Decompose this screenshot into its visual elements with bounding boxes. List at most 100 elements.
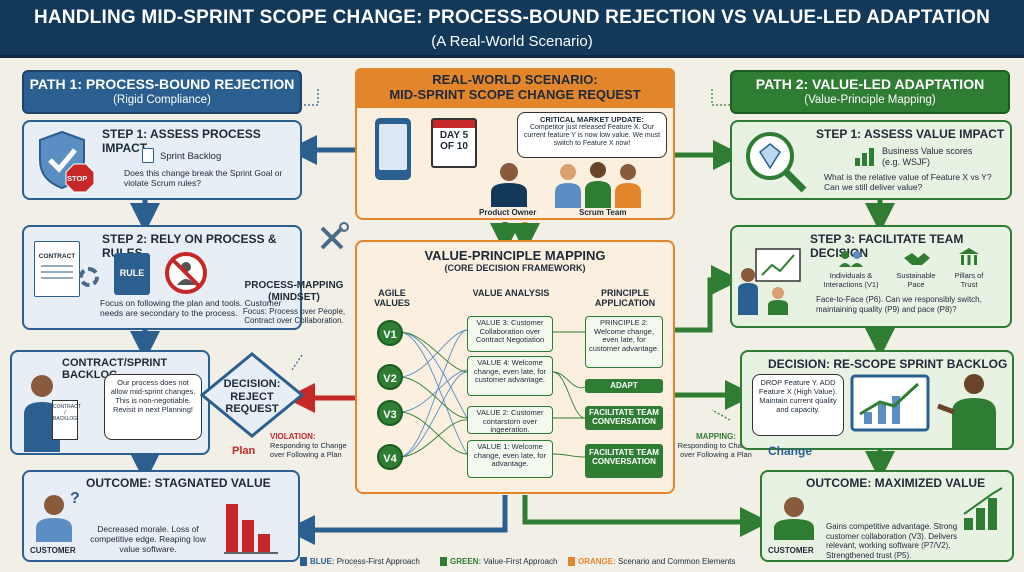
dotted-2 — [711, 88, 730, 106]
p1-customer-label: CUSTOMER — [30, 546, 76, 555]
legend-green: GREEN: Value-First Approach — [440, 557, 558, 567]
p1-backlog-panel: CONTRACT/SPRINT BACKLOG CONTRACT / BACKL… — [10, 350, 210, 455]
mapping-label-title: MAPPING: — [696, 432, 736, 441]
rule-book-label: RULE — [119, 268, 145, 278]
value-analysis-3: VALUE 2: Customer contarstorn over ingee… — [467, 406, 553, 434]
page-subtitle: (A Real-World Scenario) — [431, 33, 593, 50]
adapt-button: ADAPT — [585, 379, 663, 393]
contract-backlog-doc-label: CONTRACT / BACKLOG — [53, 404, 81, 422]
plan-label: Plan — [232, 445, 256, 457]
legend-green-swatch — [440, 557, 447, 567]
p2-step3-item2: Sustainable Pace — [896, 271, 936, 289]
legend-blue-swatch — [300, 557, 307, 567]
p1-outcome-panel: OUTCOME: STAGNATED VALUE ? CUSTOMER Decr… — [22, 470, 300, 562]
market-update-title: CRITICAL MARKET UPDATE: — [540, 115, 644, 124]
presenter-person-icon — [937, 374, 996, 448]
product-owner-label: Product Owner — [479, 208, 537, 217]
p1-mindset-title: PROCESS-MAPPING (MINDSET) — [244, 280, 344, 303]
p1-step1-backlog: Sprint Backlog — [160, 151, 222, 162]
p1-speech-bubble: Our process does not allow mid-sprint ch… — [104, 374, 202, 440]
value-v1: V1 — [377, 320, 403, 346]
path1-header: PATH 1: PROCESS-BOUND REJECTION (Rigid C… — [22, 70, 302, 114]
dotted-4 — [711, 409, 731, 421]
calendar-icon: DAY 5 OF 10 — [431, 118, 477, 168]
p2-decision-title: DECISION: RE-SCOPE SPRINT BACKLOG — [768, 357, 1008, 371]
phone-icon — [375, 118, 411, 180]
legend-blue: BLUE: Process-First Approach — [300, 557, 420, 567]
legend-orange-key: ORANGE: — [578, 557, 616, 566]
value-analysis-4: VALUE 1: Welcome change, even late, for … — [467, 440, 553, 478]
p2-step1-title: STEP 1: ASSESS VALUE IMPACT — [816, 127, 1005, 141]
facilitate-conversation-1: FACILITATE TEAM CONVERSATION — [585, 406, 663, 430]
contract-document-icon: CONTRACT — [34, 241, 80, 297]
facilitate-conversation-2: FACILITATE TEAM CONVERSATION — [585, 444, 663, 478]
stop-sign-label: STOP — [67, 174, 88, 183]
scenario-title-1: REAL-WORLD SCENARIO: — [432, 72, 598, 87]
value-v2: V2 — [377, 364, 403, 390]
scrum-team-label: Scrum Team — [579, 208, 627, 217]
violation-label: VIOLATION: — [270, 432, 316, 441]
p2-step3-panel: STEP 3: FACILITATE TEAM DECISION Individ… — [730, 225, 1012, 328]
path2-subtitle: (Value-Principle Mapping) — [804, 94, 936, 106]
dotted-3 — [291, 354, 303, 371]
path1-subtitle: (Rigid Compliance) — [113, 94, 211, 106]
principle-application-box: PRINCIPLE 2: Welcome change, even late, … — [585, 316, 663, 368]
p2-step1-panel: STEP 1: ASSESS VALUE IMPACT Business Val… — [730, 120, 1012, 200]
col-principle-application: PRINCIPLE APPLICATION — [594, 288, 656, 308]
p2-outcome-title: OUTCOME: MAXIMIZED VALUE — [806, 476, 986, 490]
violation-text: Responding to Change over Following a Pl… — [270, 441, 347, 459]
page-header: HANDLING MID-SPRINT SCOPE CHANGE: PROCES… — [0, 0, 1024, 58]
confused-person-icon — [36, 495, 72, 542]
legend-orange: ORANGE: Scenario and Common Elements — [568, 557, 736, 567]
p2-decision-panel: DECISION: RE-SCOPE SPRINT BACKLOG DROP F… — [740, 350, 1014, 458]
presentation-team-icon — [738, 248, 801, 315]
scenario-panel: REAL-WORLD SCENARIO: MID-SPRINT SCOPE CH… — [355, 68, 675, 220]
path2-header: PATH 2: VALUE-LED ADAPTATION (Value-Prin… — [730, 70, 1010, 114]
tools-icon — [320, 222, 349, 250]
decision-diamond — [199, 352, 305, 438]
handshake-icon — [904, 253, 930, 265]
value-analysis-1: VALUE 3: Customer Collaboration over Con… — [467, 316, 553, 352]
interactions-icon — [839, 251, 863, 267]
value-analysis-2: VALUE 4: Welcome change, even late, for … — [467, 356, 553, 396]
product-owner-icon — [491, 163, 527, 207]
legend-blue-key: BLUE: — [310, 557, 335, 566]
p2-step1-question: What is the relative value of Feature X … — [824, 172, 992, 192]
scenario-title-bar: REAL-WORLD SCENARIO: MID-SPRINT SCOPE CH… — [355, 68, 675, 108]
legend-orange-text: Scenario and Common Elements — [618, 557, 736, 566]
shield-check-icon — [39, 130, 95, 193]
legend-orange-swatch — [568, 557, 575, 567]
legend-green-text: Value-First Approach — [483, 557, 558, 566]
calendar-text: DAY 5 OF 10 — [439, 130, 469, 152]
p1-mindset-text: Focus: Process over People, Contract ove… — [242, 307, 346, 325]
market-update-text: Competitor just released Feature X. Our … — [523, 124, 661, 147]
mapping-panel: VALUE-PRINCIPLE MAPPING (CORE DECISION F… — [355, 240, 675, 494]
p2-outcome-panel: OUTCOME: MAXIMIZED VALUE CUSTOMER Gains … — [760, 470, 1014, 562]
rule-book-icon: RULE — [114, 253, 150, 295]
p2-decision-text: DROP Feature Y. ADD Feature X (High Valu… — [758, 378, 838, 414]
arrow-map-to-step3 — [672, 265, 741, 333]
path1-title: PATH 1: PROCESS-BOUND REJECTION — [29, 76, 295, 92]
p2-mapping-label: MAPPING: Responding to Change over Follo… — [676, 432, 756, 459]
person-icon — [24, 375, 60, 452]
value-v4: V4 — [377, 444, 403, 470]
p1-step2-panel: STEP 2: RELY ON PROCESS & RULES CONTRACT… — [22, 225, 302, 330]
col-value-analysis: VALUE ANALYSIS — [472, 288, 550, 298]
p2-step3-item3: Pillars of Trust — [954, 271, 984, 289]
rising-bars-icon — [963, 487, 1003, 530]
mapping-connections — [398, 329, 586, 458]
p2-outcome-text: Gains competitive advantage. Strong cust… — [826, 522, 958, 560]
p2-step1-bv: Business Value scores (e.g. WSJF) — [882, 146, 973, 167]
arrow-bottom-green — [522, 495, 770, 537]
gear-icon — [79, 267, 99, 287]
happy-customer-icon — [774, 497, 814, 540]
market-update-bubble: CRITICAL MARKET UPDATE: Competitor just … — [517, 112, 667, 158]
path2-title: PATH 2: VALUE-LED ADAPTATION — [755, 76, 985, 92]
p1-backlog-title: CONTRACT/SPRINT BACKLOG — [62, 357, 168, 381]
p2-decision-bubble: DROP Feature Y. ADD Feature X (High Valu… — [752, 374, 844, 436]
legend-green-key: GREEN: — [450, 557, 482, 566]
p1-step1-panel: STOP STEP 1: ASSESS PROCESS IMPACT Sprin… — [22, 120, 302, 200]
p1-outcome-title: OUTCOME: STAGNATED VALUE — [86, 476, 271, 490]
p1-outcome-text: Decreased morale. Loss of competitive ed… — [90, 524, 206, 554]
